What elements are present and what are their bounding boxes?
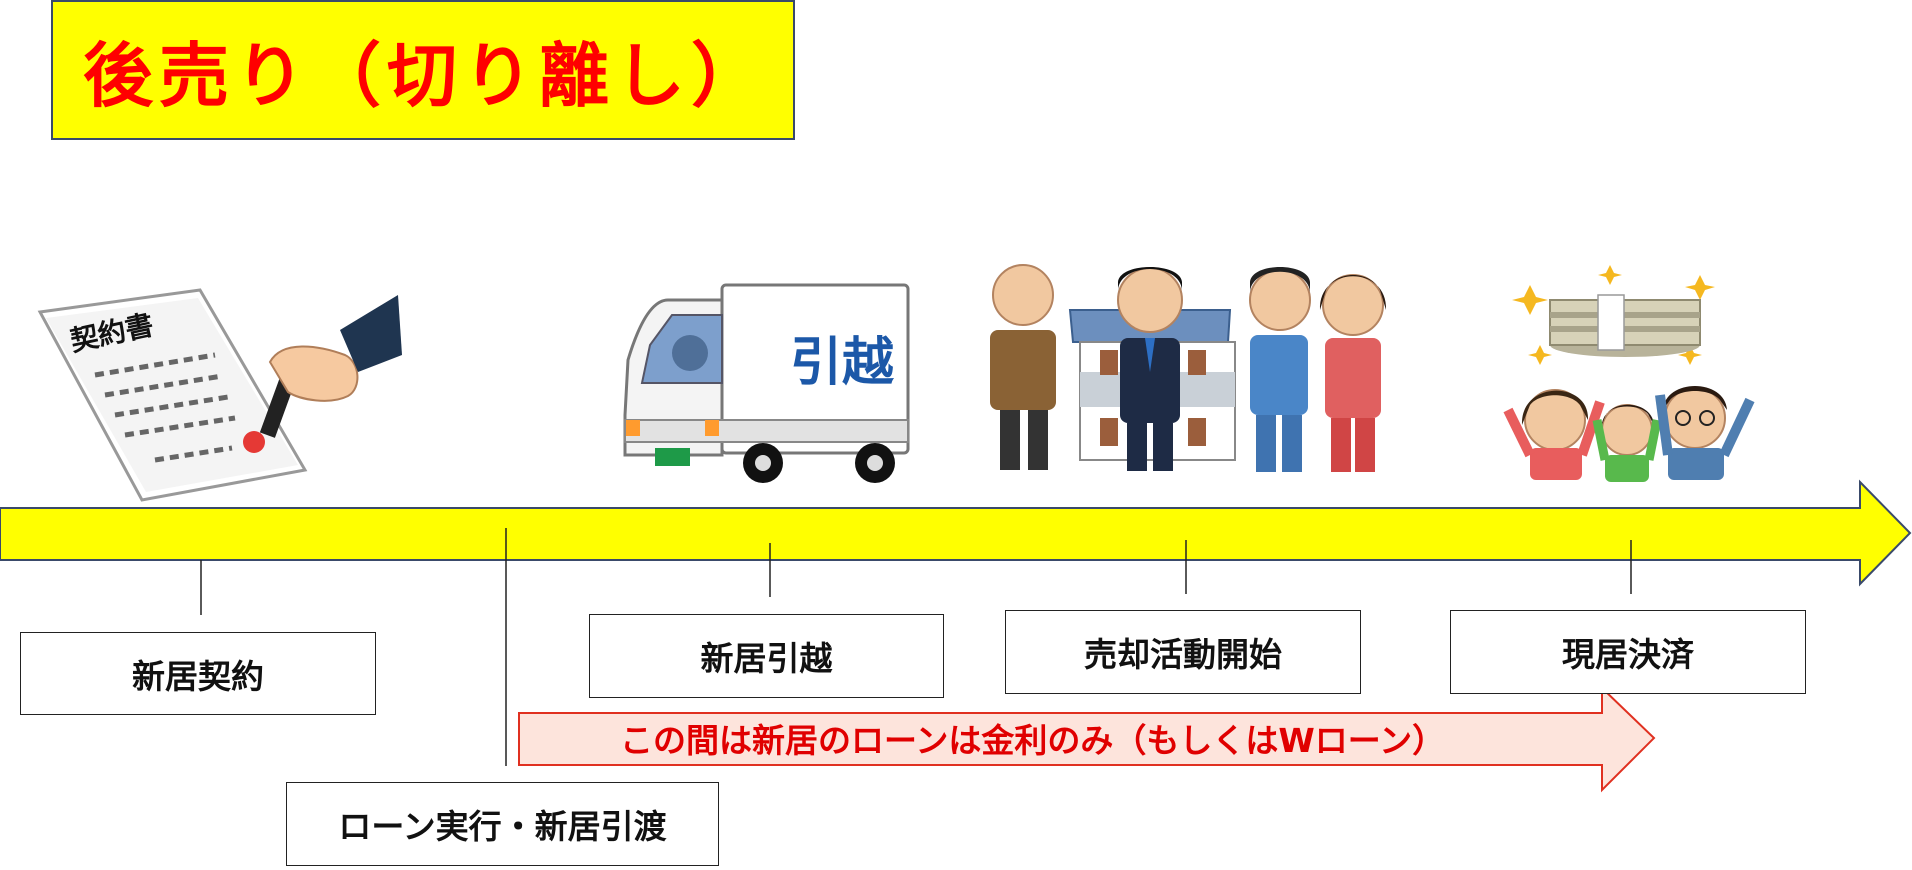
page-title: 後売り（切り離し） (83, 34, 767, 117)
milestone-current-home-settlement: 現居決済 (1450, 610, 1806, 694)
title-banner: 後売り（切り離し） (51, 0, 795, 140)
loan-note-text: この間は新居のローンは金利のみ（もしくはWローン） (620, 721, 1446, 760)
house-sale-people-icon (990, 264, 1387, 472)
moving-truck-icon: 引越 (623, 283, 910, 483)
note-arrow (518, 685, 1656, 793)
contract-signing-icon: 契約書 (37, 288, 402, 502)
milestone-move-in: 新居引越 (589, 614, 944, 698)
timeline-arrow (0, 479, 1912, 587)
milestone-loan-execution-handover: ローン実行・新居引渡 (286, 782, 719, 866)
truck-label: 引越 (790, 333, 895, 393)
money-family-icon (1503, 265, 1755, 482)
milestone-sales-start: 売却活動開始 (1005, 610, 1361, 694)
milestone-new-home-contract: 新居契約 (20, 632, 376, 715)
